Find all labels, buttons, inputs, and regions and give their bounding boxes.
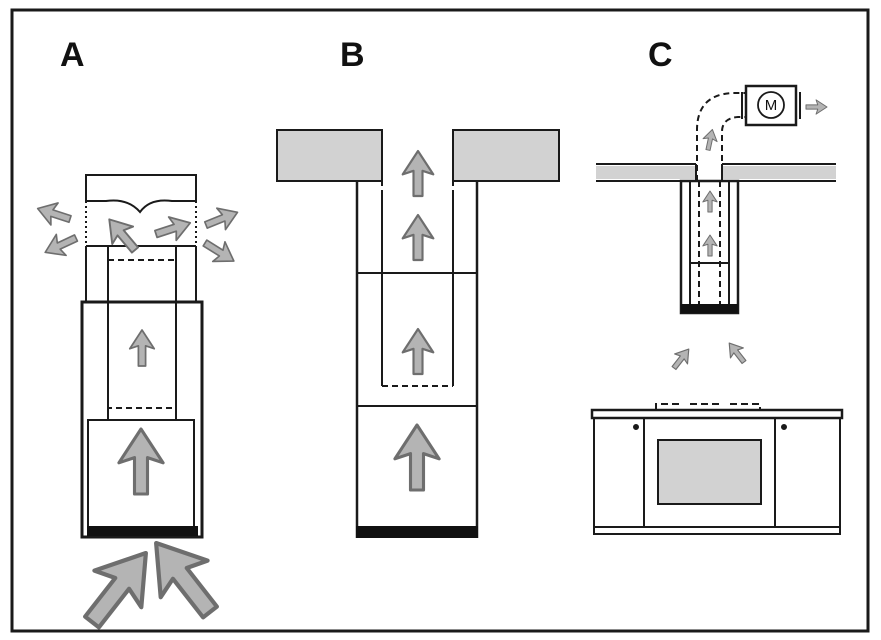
ceiling-c-right — [722, 166, 836, 179]
arrow-a-exhaust-lower-right — [198, 232, 241, 272]
arrow-b-chimney-upper — [401, 213, 435, 262]
cabinet-knob-left — [633, 424, 639, 430]
ceiling-b-left — [276, 129, 383, 182]
hood-a-lower-body — [80, 300, 204, 539]
arrow-a-vent-center — [97, 209, 147, 260]
ceiling-c-left — [596, 166, 696, 179]
panel-a-arrows — [33, 196, 243, 640]
hood-a-upper-chimney — [85, 245, 197, 302]
arrow-b-chimney-lower — [401, 327, 435, 376]
hood-b-filter — [356, 526, 478, 538]
arrow-a-vent-right — [151, 210, 195, 247]
arrow-a-exhaust-upper-left — [33, 196, 75, 231]
arrow-a-exhaust-lower-left — [39, 226, 82, 264]
panel-c-system — [596, 84, 836, 315]
arrow-a-intake-left — [69, 535, 170, 640]
cabinet-body — [593, 417, 841, 535]
arrow-c-intake-left — [666, 343, 696, 374]
arrow-a-chimney — [128, 329, 156, 367]
cabinet-knob-right — [781, 424, 787, 430]
arrow-b-duct — [401, 149, 435, 198]
hood-a-filter — [87, 526, 198, 536]
panel-label-a: A — [60, 36, 85, 74]
kitchen-cabinet — [590, 403, 844, 535]
outer-frame — [10, 8, 870, 633]
motor-symbol — [757, 91, 785, 119]
panel-c-arrows — [666, 99, 828, 374]
arrow-a-intake-right — [133, 525, 234, 631]
cabinet-top — [590, 408, 844, 420]
panel-label-c: C — [648, 36, 673, 74]
hood-c-filter — [681, 304, 738, 313]
panel-b-hood — [276, 129, 560, 538]
oven-window — [657, 439, 762, 505]
arrow-c-chimney-lower — [702, 234, 718, 257]
panel-b-arrows — [393, 149, 441, 492]
motor-label: M — [765, 97, 778, 114]
flex-duct — [696, 92, 746, 181]
arrow-c-intake-right — [722, 337, 752, 368]
arrow-b-motor — [393, 423, 441, 492]
panel-a-hood — [80, 174, 204, 539]
arrow-c-duct-bend — [700, 127, 720, 152]
arrow-c-chimney-upper — [702, 190, 718, 213]
arrow-a-motor — [117, 427, 165, 496]
arrow-c-motor-exhaust — [805, 99, 828, 115]
hood-a-top-cap — [85, 174, 197, 214]
panel-label-b: B — [340, 36, 365, 74]
ceiling-b-right — [452, 129, 560, 182]
arrow-a-exhaust-upper-right — [200, 200, 243, 237]
hob-burners — [655, 403, 761, 410]
